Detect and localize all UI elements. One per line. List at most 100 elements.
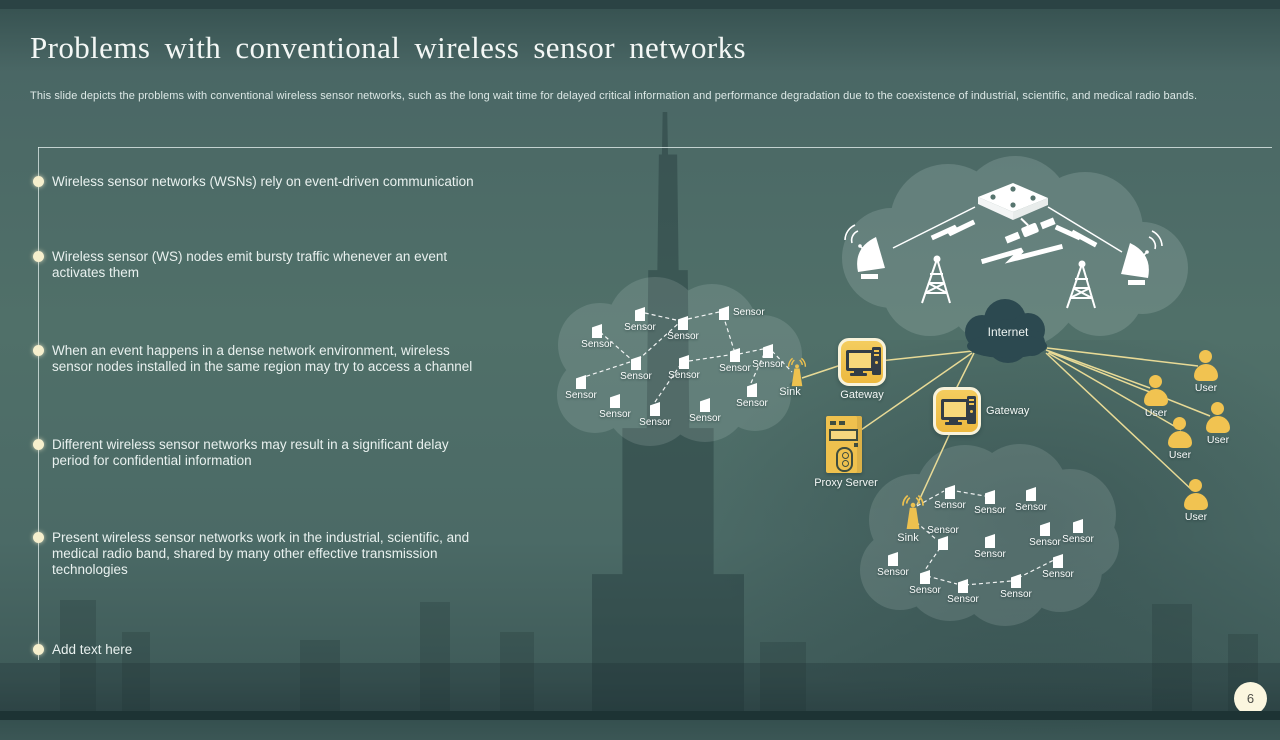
user-node: User xyxy=(1158,417,1202,461)
sensor-label: Sensor xyxy=(1062,534,1094,545)
sensor-icon xyxy=(1026,487,1036,501)
sensor-icon xyxy=(1011,574,1021,588)
satellite-router-icon xyxy=(978,183,1048,220)
sink-antenna-icon xyxy=(902,494,924,529)
building-silhouette xyxy=(122,632,150,712)
sensor-node: Sensor xyxy=(1009,487,1053,513)
bullet-item: Wireless sensor (WS) nodes emit bursty t… xyxy=(32,249,484,281)
sensor-icon xyxy=(650,402,660,416)
sensor-node: Sensor xyxy=(614,356,658,382)
sensor-icon xyxy=(631,356,641,370)
tower-icon xyxy=(872,347,881,375)
sensor-node: Sensor xyxy=(683,398,727,424)
sensor-label: Sensor xyxy=(1042,569,1074,580)
bullet-dot xyxy=(32,439,44,450)
user-label: User xyxy=(1194,382,1218,394)
bullet-dot xyxy=(32,251,44,262)
sink-label: Sink xyxy=(897,532,919,544)
user-node: User xyxy=(1196,402,1240,446)
user-label: User xyxy=(1168,449,1192,461)
sensor-node: Sensor xyxy=(746,344,790,370)
page-title: Problems with conventional wireless sens… xyxy=(30,30,746,65)
sensor-links xyxy=(580,311,1055,586)
internet-label: Internet xyxy=(987,325,1029,339)
user-icon xyxy=(1162,417,1198,449)
sensor-icon xyxy=(985,490,995,504)
sensor-icon xyxy=(700,398,710,412)
sensor-label: Sensor xyxy=(909,585,941,596)
sensor-label: Sensor xyxy=(1000,589,1032,600)
sensor-icon xyxy=(920,570,930,584)
user-node: User xyxy=(1134,375,1178,419)
sensor-label: Sensor xyxy=(667,331,699,342)
monitor-icon xyxy=(941,399,969,420)
sensor-icon xyxy=(678,316,688,330)
bullet-text: When an event happens in a dense network… xyxy=(52,343,473,374)
user-icon xyxy=(1188,350,1224,382)
sensor-icon xyxy=(1040,522,1050,536)
satellite-dish-icon-left xyxy=(844,224,885,279)
sensor-node: Sensor xyxy=(713,348,757,374)
user-label: User xyxy=(1184,511,1208,523)
sensor-node: Sensor xyxy=(661,316,705,342)
gateway1-label: Gateway xyxy=(840,389,884,401)
user-label: User xyxy=(1144,407,1168,419)
sensor-node: Sensor xyxy=(1036,554,1080,580)
sensor-icon xyxy=(945,485,955,499)
sensor-node: Sensor xyxy=(921,524,965,550)
bottom-band xyxy=(0,711,1280,720)
internet-cloud xyxy=(965,299,1047,363)
sensor-label: Sensor xyxy=(1029,537,1061,548)
sensor-label: Sensor xyxy=(581,339,613,350)
sensor-node: Sensor xyxy=(968,490,1012,516)
sensor-node: Sensor xyxy=(719,306,765,320)
sensor-node: Sensor xyxy=(593,394,637,420)
monitor-icon xyxy=(846,350,874,371)
sensor-icon xyxy=(679,355,689,369)
bullet-dot xyxy=(32,532,44,543)
sensor-icon xyxy=(888,552,898,566)
sensor-icon xyxy=(985,534,995,548)
sensor-label: Sensor xyxy=(599,409,631,420)
proxy-server-label: Proxy Server xyxy=(814,477,878,489)
radio-tower-icon-left xyxy=(921,255,951,304)
sensor-label: Sensor xyxy=(974,549,1006,560)
sensor-node: Sensor xyxy=(633,402,677,428)
building-silhouette xyxy=(760,642,806,712)
gateway-icon xyxy=(838,338,886,386)
sensor-label: Sensor xyxy=(620,371,652,382)
sensor-label: Sensor xyxy=(668,370,700,381)
sensor-icon xyxy=(635,307,645,321)
sensor-node: Sensor xyxy=(662,355,706,381)
bullet-item: Wireless sensor networks (WSNs) rely on … xyxy=(32,174,484,190)
building-silhouette xyxy=(500,632,534,712)
gateway-icon xyxy=(933,387,981,435)
user-label: User xyxy=(1206,434,1230,446)
tower-icon xyxy=(967,396,976,424)
sensor-label: Sensor xyxy=(877,567,909,578)
network-diagram xyxy=(580,183,1211,586)
network-links xyxy=(801,347,1211,506)
sink-label: Sink xyxy=(779,386,801,398)
bullet-text: Present wireless sensor networks work in… xyxy=(52,530,470,577)
sensor-icon xyxy=(592,324,602,338)
bullet-dot xyxy=(32,644,44,655)
sensor-icon xyxy=(958,579,968,593)
sensor-node: Sensor xyxy=(1023,522,1067,548)
building-silhouette xyxy=(1152,604,1192,712)
satellite-dish-icon-right xyxy=(1121,230,1163,285)
sensor-icon xyxy=(763,344,773,358)
sensor-label: Sensor xyxy=(639,417,671,428)
sensor-label: Sensor xyxy=(733,307,765,318)
sensor-label: Sensor xyxy=(736,398,768,409)
bullet-text: Wireless sensor networks (WSNs) rely on … xyxy=(52,174,474,189)
bullet-text: Different wireless sensor networks may r… xyxy=(52,437,449,468)
bullet-item: Different wireless sensor networks may r… xyxy=(32,437,484,469)
user-icon xyxy=(1178,479,1214,511)
user-node: User xyxy=(1184,350,1228,394)
sensor-node: Sensor xyxy=(994,574,1038,600)
bullet-dot xyxy=(32,345,44,356)
bullet-item: When an event happens in a dense network… xyxy=(32,343,484,375)
sensor-icon xyxy=(576,375,586,389)
